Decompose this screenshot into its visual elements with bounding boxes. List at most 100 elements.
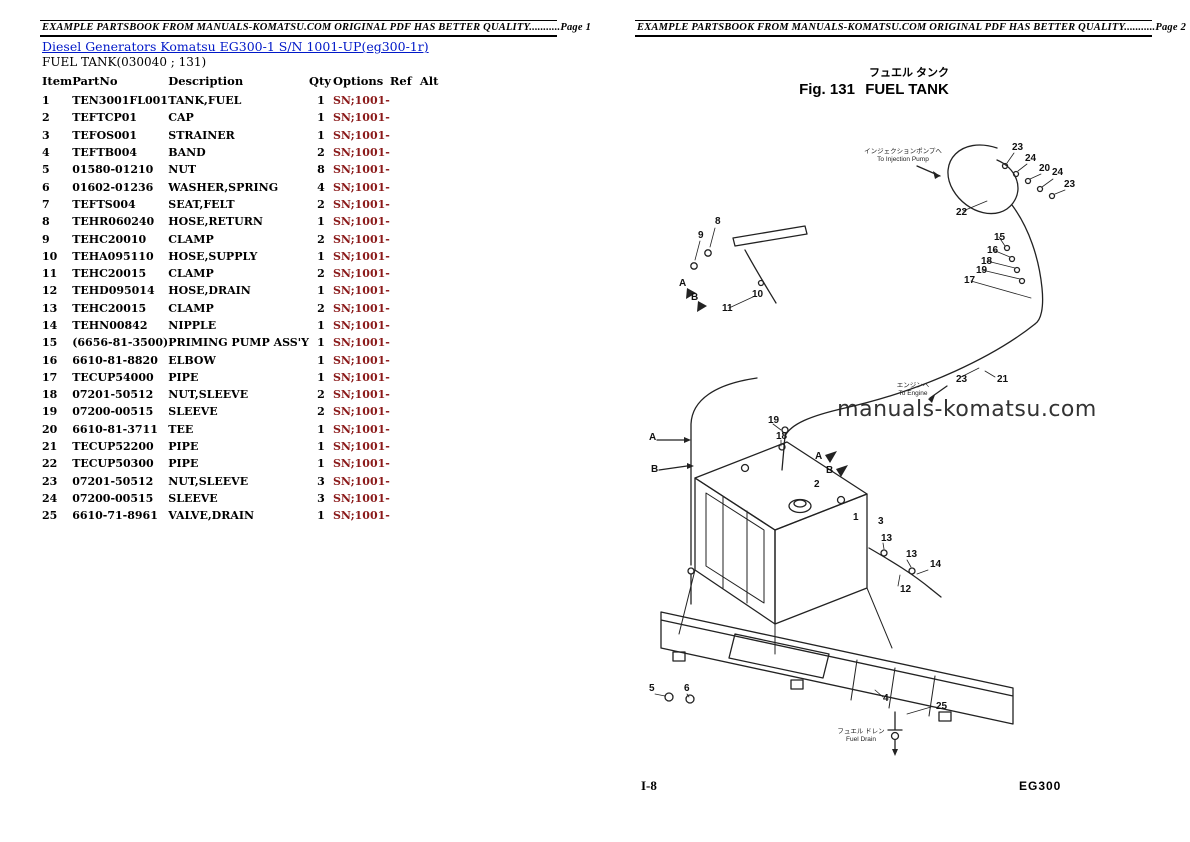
cell-item: 10 — [42, 249, 58, 263]
cell-part: 07200-00515 — [72, 405, 154, 419]
cell-item: 6 — [42, 180, 50, 194]
cell-opt: SN;1001- — [332, 301, 390, 315]
cell-desc: TEE — [168, 422, 194, 436]
cell-item: 20 — [42, 422, 58, 436]
header-row: Item PartNo Description Qty Options Ref … — [42, 74, 442, 92]
callout-12: 12 — [900, 584, 912, 595]
cell-ref — [390, 386, 420, 403]
cell-qty: 3 — [317, 491, 325, 505]
cell-part: TEFTCP01 — [72, 111, 138, 125]
cell-part: 6610-81-3711 — [72, 422, 158, 436]
cell-qty: 2 — [317, 405, 325, 419]
cell-part: TECUP50300 — [72, 457, 154, 471]
cell-desc: NUT,SLEEVE — [168, 474, 249, 488]
cell-ref — [390, 490, 420, 507]
mounting-bolts — [654, 692, 695, 704]
cell-ref — [390, 92, 420, 109]
callout-8: 8 — [715, 216, 721, 227]
callout-23: 23 — [1012, 142, 1024, 153]
callout-13: 13 — [906, 549, 918, 560]
cell-desc: VALVE,DRAIN — [168, 509, 255, 523]
cell-ref — [390, 421, 420, 438]
parts-table: Item PartNo Description Qty Options Ref … — [42, 74, 442, 524]
section-title: FUEL TANK(030040 ; 131) — [42, 55, 207, 69]
cell-item: 9 — [42, 232, 50, 246]
cell-qty: 4 — [317, 180, 325, 194]
model-link[interactable]: Diesel Generators Komatsu EG300-1 S/N 10… — [42, 39, 429, 54]
callout-24: 24 — [1052, 167, 1064, 178]
parts-table-head: Item PartNo Description Qty Options Ref … — [42, 74, 442, 92]
cell-item: 15 — [42, 336, 58, 350]
cell-opt: SN;1001- — [332, 457, 390, 471]
callout-21: 21 — [997, 374, 1009, 385]
cell-desc: HOSE,RETURN — [168, 215, 263, 229]
cell-ref — [390, 213, 420, 230]
right-pipe-fittings — [970, 204, 1044, 325]
cell-desc: WASHER,SPRING — [168, 180, 279, 194]
callout-10: 10 — [752, 289, 764, 300]
left-connector-cluster — [686, 225, 808, 312]
cell-item: 17 — [42, 370, 58, 384]
cell-part: 07200-00515 — [72, 491, 154, 505]
callout-A: A — [679, 278, 686, 289]
cell-opt: SN;1001- — [332, 284, 390, 298]
callout-20: 20 — [1039, 163, 1051, 174]
cell-opt: SN;1001- — [332, 267, 390, 281]
cell-alt — [420, 421, 442, 438]
cell-desc: CLAMP — [168, 232, 214, 246]
cell-ref — [390, 438, 420, 455]
callout-13: 13 — [881, 533, 893, 544]
callout-18: 18 — [981, 256, 993, 267]
callout-18: 18 — [776, 431, 788, 442]
figure-title: FUEL TANK — [865, 81, 949, 98]
figure-canvas: フュエル タンク Fig. 131 FUEL TANK manuals-koma… — [649, 66, 1096, 756]
callout-4: 4 — [883, 693, 889, 704]
cell-part: TECUP54000 — [72, 370, 154, 384]
callout-24: 24 — [1025, 153, 1037, 164]
callout-9: 9 — [698, 230, 704, 241]
cell-alt — [420, 230, 442, 247]
cell-qty: 1 — [317, 284, 325, 298]
cell-desc: STRAINER — [168, 128, 235, 142]
cell-alt — [420, 403, 442, 420]
header-ref: Ref — [389, 74, 412, 88]
cell-qty: 2 — [317, 197, 325, 211]
cell-item: 11 — [42, 267, 58, 281]
cell-desc: HOSE,SUPPLY — [168, 249, 258, 263]
cell-item: 23 — [42, 474, 58, 488]
cell-qty: 1 — [317, 336, 325, 350]
callout-14: 14 — [930, 559, 942, 570]
cell-opt: SN;1001- — [332, 388, 390, 402]
callout-23: 23 — [956, 374, 968, 385]
cell-item: 8 — [42, 215, 50, 229]
cell-ref — [390, 455, 420, 472]
cell-desc: PIPE — [168, 370, 199, 384]
cell-opt: SN;1001- — [332, 180, 390, 194]
cell-ref — [390, 403, 420, 420]
model-code: EG300 — [1019, 779, 1062, 793]
drain-hose — [868, 542, 942, 598]
cell-alt — [420, 109, 442, 126]
cell-desc: PRIMING PUMP ASS'Y — [168, 336, 309, 350]
cell-opt: SN;1001- — [332, 197, 390, 211]
cell-opt: SN;1001- — [332, 353, 390, 367]
cell-alt — [420, 490, 442, 507]
header-alt: Alt — [419, 74, 439, 88]
cell-ref — [390, 317, 420, 334]
callout-B: B — [691, 292, 698, 303]
cell-alt — [420, 282, 442, 299]
cell-item: 3 — [42, 128, 50, 142]
callout-6: 6 — [684, 683, 690, 694]
cell-qty: 1 — [317, 111, 325, 125]
